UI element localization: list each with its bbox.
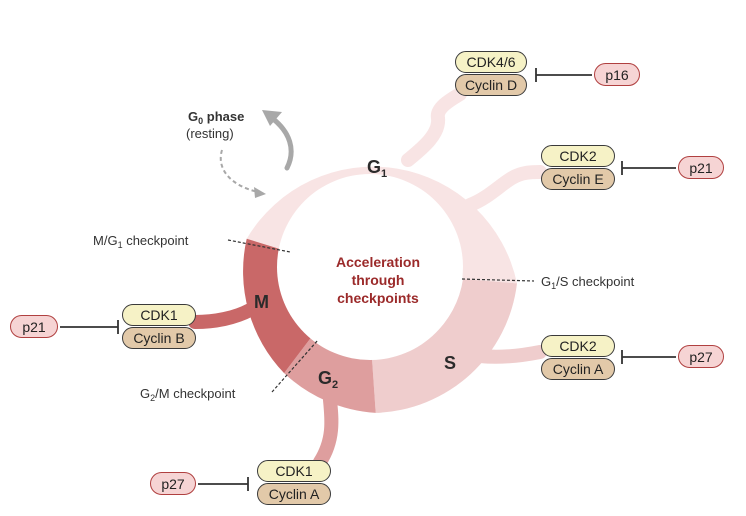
branch-m-cyclin-b [188, 303, 257, 329]
cyclin-b-label: Cyclin B [122, 327, 196, 349]
ring-segment-m [243, 238, 314, 374]
ring-inner-circle [277, 174, 463, 360]
complex-cdk2-cyclin-e: CDK2 Cyclin E [541, 145, 615, 190]
phase-label-g2: G2 [318, 368, 338, 391]
g0-return-arrowhead-icon [254, 187, 266, 198]
cyclin-a-label: Cyclin A [257, 483, 331, 505]
cyclin-d-label: Cyclin D [455, 74, 527, 96]
complex-cdk1-cyclin-a: CDK1 Cyclin A [257, 460, 331, 505]
checkpoint-g2-m-line [271, 339, 319, 393]
phase-label-g1: G1 [367, 157, 387, 180]
inhibitor-p27-cdk1: p27 [150, 472, 196, 495]
center-text-line-3: checkpoints [337, 290, 419, 306]
g0-exit-arrow [269, 115, 294, 171]
checkpoint-g1-s-line [461, 278, 535, 282]
cdk46-label: CDK4/6 [455, 51, 527, 73]
ring-segment-g2 [284, 333, 376, 413]
cdk1-label: CDK1 [257, 460, 331, 482]
g0-title: G0 phase [188, 109, 244, 126]
checkpoint-g2-m: G2/M checkpoint [140, 386, 236, 403]
inhibitor-p16: p16 [594, 63, 640, 86]
inhibition-p27-cdk2 [621, 350, 676, 364]
g0-subtitle: (resting) [186, 126, 234, 141]
cdk1-label: CDK1 [122, 304, 196, 326]
cdk2-label: CDK2 [541, 145, 615, 167]
phase-label-s: S [444, 353, 456, 373]
checkpoint-g1-s: G1/S checkpoint [541, 274, 635, 291]
g0-exit-arrowhead-icon [262, 110, 282, 126]
g0-return-arrow [219, 149, 259, 193]
cyclin-a-label: Cyclin A [541, 358, 615, 380]
phase-label-m: M [254, 292, 269, 312]
complex-cdk1-cyclin-b: CDK1 Cyclin B [122, 304, 196, 349]
inhibition-p21-cdk1 [60, 320, 119, 334]
cdk2-label: CDK2 [541, 335, 615, 357]
inhibitor-p21-cdk1: p21 [10, 315, 58, 338]
center-text-line-1: Acceleration [336, 254, 420, 270]
branch-g1-cyclin-e [463, 165, 547, 212]
center-text-line-2: through [352, 272, 405, 288]
branch-g2-cyclin-a [313, 393, 339, 469]
inhibitor-p27-cdk2: p27 [678, 345, 724, 368]
cyclin-e-label: Cyclin E [541, 168, 615, 190]
inhibition-p16 [535, 68, 592, 82]
branch-g1-cyclin-d [401, 87, 467, 167]
inhibitor-p21-cdk2: p21 [678, 156, 724, 179]
inhibition-p27-cdk1 [198, 477, 249, 491]
checkpoint-m-g1: M/G1 checkpoint [93, 233, 189, 250]
checkpoint-m-g1-line [227, 239, 291, 253]
complex-cdk2-cyclin-a: CDK2 Cyclin A [541, 335, 615, 380]
ring-segment-s [372, 279, 517, 413]
inhibition-p21-cdk2 [621, 161, 676, 175]
complex-cdk46-cyclin-d: CDK4/6 Cyclin D [455, 51, 527, 96]
cell-cycle-ring [243, 166, 517, 413]
